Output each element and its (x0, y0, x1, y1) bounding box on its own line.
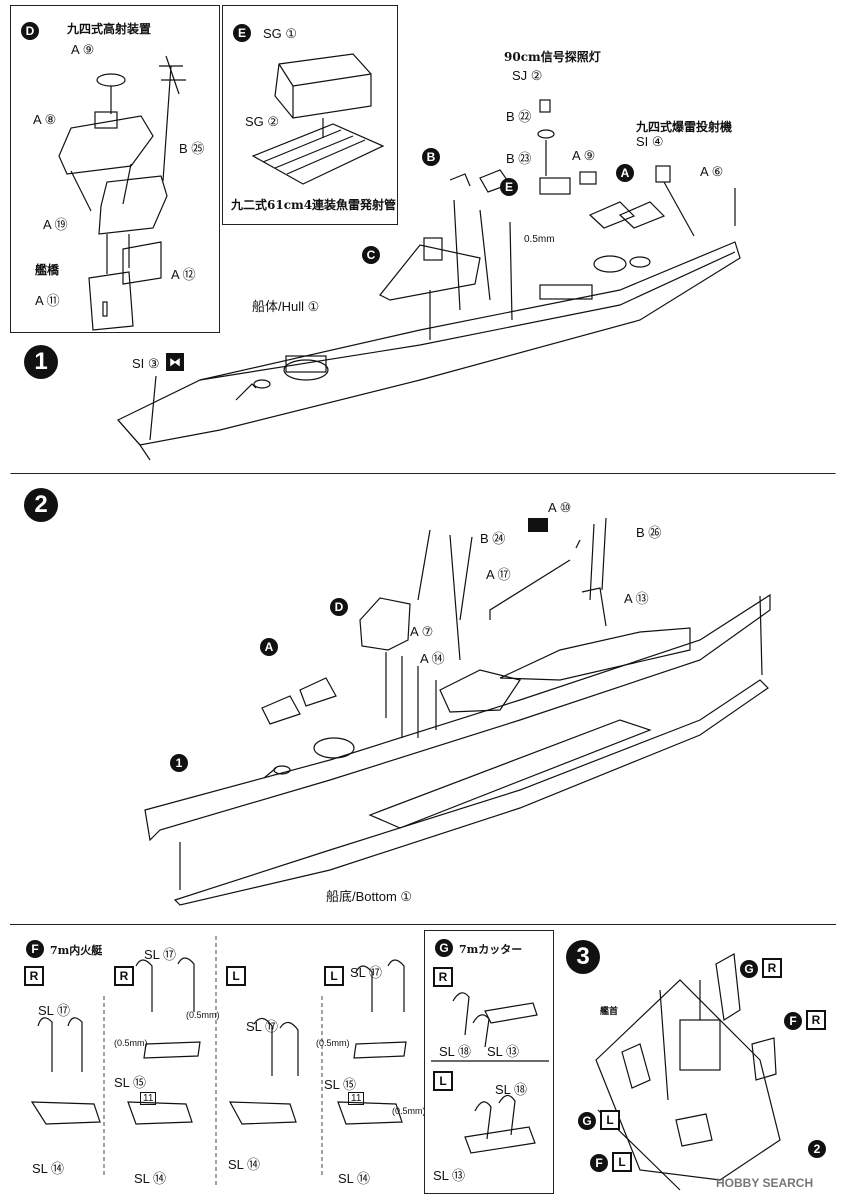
panel-g-title: 7mカッター (459, 943, 523, 956)
hull-illustration (117, 99, 741, 461)
panel-e-torpedo: E SG ① SG ② 九二式61cm4連装魚雷発射管 (222, 5, 398, 225)
part-sg1: SG ① (263, 26, 298, 41)
panel-e-caption: 九二式61cm4連装魚雷発射管 (231, 198, 397, 212)
part-a19: A ⑲ (43, 217, 68, 232)
part-b26: B ㉖ (636, 525, 662, 540)
f-part-4: SL ⑮ (114, 1075, 147, 1090)
searchlight-title: 90cm信号探照灯 (504, 50, 601, 64)
step2-badge-1: 1 (170, 754, 188, 772)
f-part-10: SL ⑭ (338, 1171, 371, 1186)
part-sg2: SG ② (245, 114, 280, 129)
part-a17: A ⑰ (486, 567, 511, 582)
step1-badge-b: B (422, 148, 440, 166)
f-part-8: SL ⑰ (350, 965, 383, 980)
step2-divider (10, 924, 836, 925)
step-1-panel (10, 4, 836, 474)
side-r-2: R (114, 966, 134, 986)
part-a10: A ⑩ (548, 500, 572, 515)
step3-f-l-side: L (612, 1152, 632, 1172)
part-b22: B ㉒ (506, 109, 532, 124)
panel-g-badge: G (435, 939, 453, 957)
step-1-number: 1 (24, 345, 58, 379)
f-part-9: SL ⑮ (324, 1077, 357, 1092)
part-a12: A ⑫ (171, 267, 196, 282)
bottom-label: 船底/Bottom ① (326, 889, 413, 904)
part-a9-step1: A ⑨ (572, 148, 596, 163)
cutter-illustration (431, 992, 549, 1154)
step1-badge-c: C (362, 246, 380, 264)
motorboat-illustration (30, 936, 407, 1186)
paint-icon (528, 518, 548, 532)
panel-d-title: 九四式高射装置 (67, 22, 152, 36)
step3-g-r-side: R (762, 958, 782, 978)
assembly-illustration (144, 517, 771, 906)
f-part-2: SL ⑭ (32, 1161, 65, 1176)
depth-charge-title: 九四式爆雷投射機 (636, 120, 733, 134)
step-2-number: 2 (24, 488, 58, 522)
f-part-5: SL ⑭ (134, 1171, 167, 1186)
drill-1: (0.5mm) (114, 1038, 148, 1048)
part-a7: A ⑦ (410, 624, 434, 639)
part-b25: B ㉕ (179, 141, 205, 156)
f-part-6: SL ⑰ (246, 1019, 279, 1034)
g-part-3: SL ⑱ (495, 1082, 528, 1097)
g-part-4: SL ⑬ (433, 1168, 466, 1183)
hull-label: 船体/Hull ① (252, 299, 320, 314)
step3-f-r-side: R (806, 1010, 826, 1030)
panel-d-director: D 九四式高射装置 A ⑨ A ⑧ B ㉕ A ⑲ A ⑫ A ⑪ 艦橋 (10, 5, 220, 333)
g-part-1: SL ⑱ (439, 1044, 472, 1059)
part-sj2: SJ ② (512, 68, 543, 83)
panel-f-title: 7m内火艇 (50, 944, 103, 957)
panel-f-badge: F (26, 940, 44, 958)
panel-f-boats: F 7m内火艇 R R L L SL ⑰ SL ⑭ SL ⑰ SL ⑮ SL ⑭… (10, 926, 426, 1196)
f-part-7: SL ⑭ (228, 1157, 261, 1172)
pin-icon: ⧓ (166, 353, 184, 371)
step3-ref-badge: 2 (808, 1140, 826, 1158)
f-part-3: SL ⑰ (144, 947, 177, 962)
drill-label-step1: 0.5mm (524, 234, 555, 245)
side-l-1: L (226, 966, 246, 986)
side-l-2: L (324, 966, 344, 986)
panel-d-badge: D (21, 22, 39, 40)
drill-2: (0.5mm) (186, 1010, 220, 1020)
part-a11: A ⑪ (35, 293, 60, 308)
bridge-label: 艦橋 (35, 263, 60, 277)
part-si4: SI ④ (636, 134, 664, 149)
watermark: HOBBY SEARCH (716, 1176, 814, 1190)
g-part-2: SL ⑬ (487, 1044, 520, 1059)
step3-f-l-badge: F (590, 1154, 608, 1172)
step3-g-l-badge: G (578, 1112, 596, 1130)
step1-badge-a: A (616, 164, 634, 182)
part-a9: A ⑨ (71, 42, 95, 57)
bow-label: 艦首 (600, 1007, 619, 1017)
drill-3: (0.5mm) (316, 1038, 350, 1048)
part-a13: A ⑬ (624, 591, 649, 606)
step3-g-r-badge: G (740, 960, 758, 978)
director-illustration (58, 55, 186, 331)
part-b24: B ㉔ (480, 531, 506, 546)
step2-badge-d: D (330, 598, 348, 616)
part-b23: B ㉓ (506, 151, 532, 166)
step3-g-l-side: L (600, 1110, 620, 1130)
torpedo-illustration (251, 53, 385, 185)
panel-g-cutter: G 7mカッター R L SL ⑱ SL ⑬ SL ⑱ SL ⑬ (424, 930, 554, 1194)
step3-f-r-badge: F (784, 1012, 802, 1030)
step-3-number: 3 (566, 940, 600, 974)
drill-4: (0.5mm) (392, 1106, 426, 1116)
ph-2: 11 (348, 1092, 365, 1105)
f-part-1: SL ⑰ (38, 1003, 71, 1018)
side-r-1: R (24, 966, 44, 986)
ph-1: 11 (140, 1092, 157, 1105)
g-side-r: R (433, 967, 453, 987)
panel-e-badge: E (233, 24, 251, 42)
part-a14: A ⑭ (420, 651, 445, 666)
step2-badge-a: A (260, 638, 278, 656)
g-side-l: L (433, 1071, 453, 1091)
part-a8: A ⑧ (33, 112, 57, 127)
step1-badge-e: E (500, 178, 518, 196)
part-si3: SI ③ (132, 356, 160, 371)
part-a6: A ⑥ (700, 164, 724, 179)
